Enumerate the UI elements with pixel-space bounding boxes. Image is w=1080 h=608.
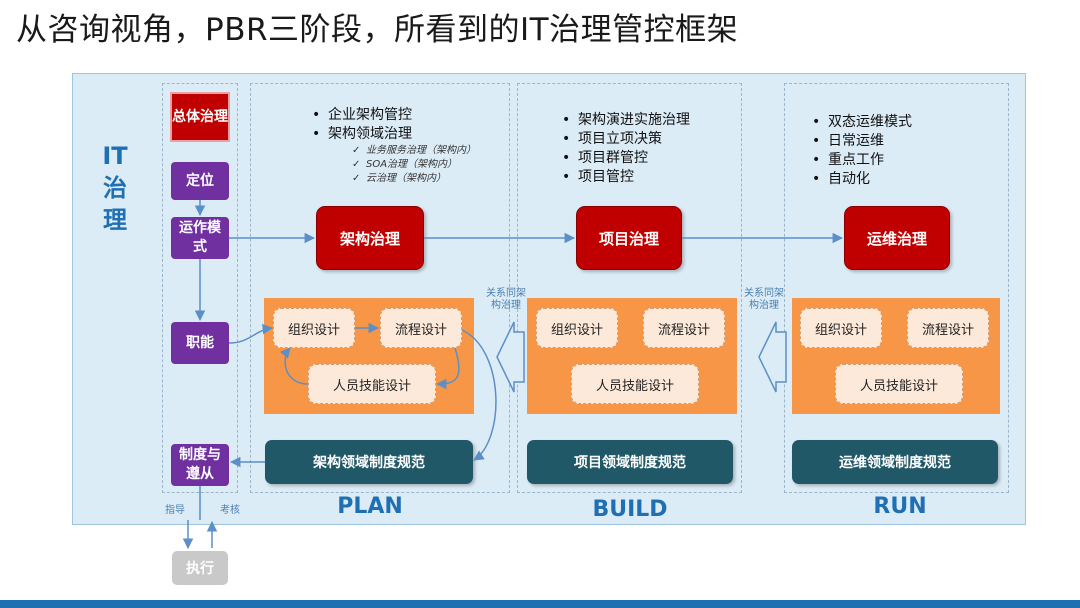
- arrow-skills-to-org: [279, 347, 309, 385]
- arrow-functions-to-org: [228, 323, 274, 344]
- build-bullet: 架构演进实施治理: [562, 111, 742, 130]
- project-governance-box: 项目治理: [576, 206, 682, 270]
- plan-org-design: 组织设计: [273, 308, 355, 348]
- run-bullet: 日常运维: [812, 132, 992, 151]
- it-governance-label: IT 治 理: [102, 142, 128, 234]
- architecture-governance-box: 架构治理: [316, 206, 424, 270]
- build-column: [517, 83, 742, 493]
- plan-bullet: 企业架构管控: [312, 106, 512, 125]
- build-phase-label: BUILD: [592, 497, 668, 522]
- build-process-design: 流程设计: [643, 308, 725, 348]
- bottom-bar: [0, 600, 1080, 608]
- build-policy-box: 项目领域制度规范: [527, 440, 733, 484]
- plan-bullets: 企业架构管控 架构领域治理 业务服务治理（架构内） SOA治理（架构内） 云治理…: [312, 106, 512, 186]
- build-skills-design: 人员技能设计: [571, 364, 699, 404]
- overall-governance-box: 总体治理: [170, 92, 230, 142]
- operations-governance-box: 运维治理: [844, 206, 950, 270]
- run-bullet: 自动化: [812, 170, 992, 189]
- functions-box: 职能: [171, 322, 229, 364]
- build-bullet: 项目立项决策: [562, 130, 742, 149]
- plan-policy-box: 架构领域制度规范: [265, 440, 473, 484]
- policy-compliance-box: 制度与遵从: [171, 444, 229, 486]
- plan-bullet: 架构领域治理: [312, 125, 512, 144]
- execute-box: 执行: [172, 551, 228, 585]
- assess-label: 考核: [220, 505, 240, 516]
- plan-sub-bullet: 业务服务治理（架构内）: [312, 144, 512, 158]
- build-bullet: 项目管控: [562, 168, 742, 187]
- hollow-arrow-build-to-plan: [496, 321, 525, 393]
- hollow-arrow-run-to-build: [758, 321, 787, 393]
- build-relation-label: 关系同架构治理: [486, 288, 526, 311]
- build-bullets: 架构演进实施治理 项目立项决策 项目群管控 项目管控: [562, 111, 742, 187]
- operating-mode-box: 运作模式: [171, 217, 229, 259]
- plan-skills-design: 人员技能设计: [308, 364, 436, 404]
- plan-sub-bullet: 云治理（架构内）: [312, 172, 512, 186]
- build-org-design: 组织设计: [536, 308, 618, 348]
- plan-column: [250, 83, 510, 493]
- arrow-process-to-policy: [461, 329, 497, 461]
- run-org-design: 组织设计: [800, 308, 882, 348]
- plan-process-design: 流程设计: [380, 308, 462, 348]
- run-relation-label: 关系同架构治理: [744, 288, 784, 311]
- run-column: [784, 83, 1009, 493]
- plan-sub-bullet: SOA治理（架构内）: [312, 158, 512, 172]
- run-bullet: 重点工作: [812, 151, 992, 170]
- run-bullets: 双态运维模式 日常运维 重点工作 自动化: [812, 113, 992, 189]
- run-skills-design: 人员技能设计: [835, 364, 963, 404]
- build-bullet: 项目群管控: [562, 149, 742, 168]
- run-process-design: 流程设计: [907, 308, 989, 348]
- arrow-process-to-skills: [435, 347, 460, 390]
- guide-label: 指导: [165, 505, 185, 516]
- plan-phase-label: PLAN: [337, 494, 403, 519]
- positioning-box: 定位: [171, 162, 229, 200]
- run-bullet: 双态运维模式: [812, 113, 992, 132]
- run-phase-label: RUN: [873, 494, 927, 519]
- run-policy-box: 运维领域制度规范: [792, 440, 998, 484]
- page-title: 从咨询视角，PBR三阶段，所看到的IT治理管控框架: [16, 12, 739, 48]
